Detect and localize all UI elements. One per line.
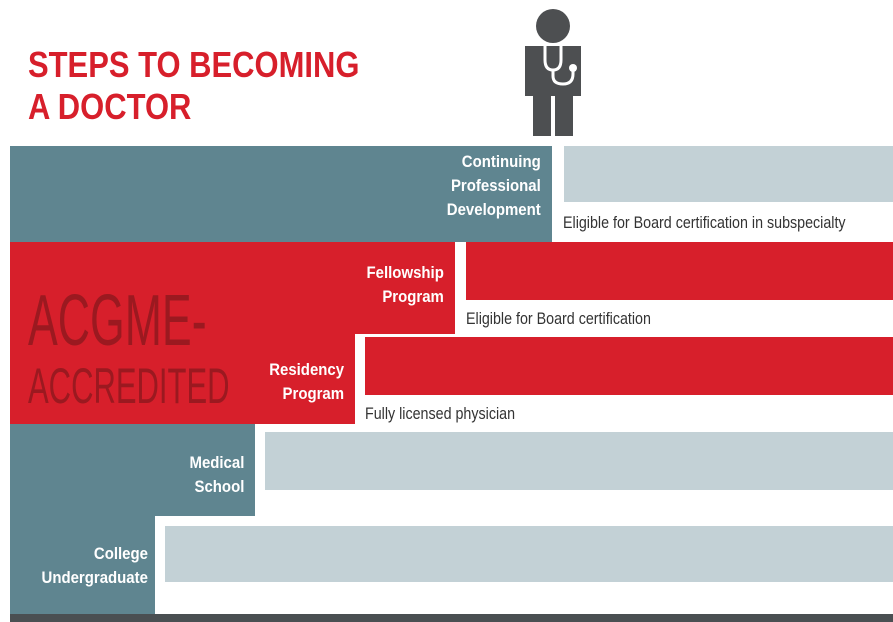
residency-bar bbox=[365, 337, 893, 395]
baseline bbox=[10, 614, 893, 622]
step-label-line: Program bbox=[382, 287, 444, 306]
step-medical-block bbox=[10, 424, 255, 516]
note-continuing: Eligible for Board certification in subs… bbox=[563, 213, 846, 232]
step-label-line: College bbox=[93, 544, 148, 563]
step-continuing-block bbox=[10, 146, 552, 242]
acgme-line-1: ACGME- bbox=[28, 281, 207, 361]
step-label-line: Development bbox=[447, 200, 541, 219]
fellowship-bar bbox=[466, 242, 893, 300]
step-label-residency: Residency Program bbox=[269, 358, 344, 406]
page-title: STEPS TO BECOMING A DOCTOR bbox=[28, 44, 359, 128]
medical-bar bbox=[265, 432, 893, 490]
step-label-line: Fellowship bbox=[366, 263, 444, 282]
step-residency-block bbox=[10, 334, 355, 424]
note-fellowship: Eligible for Board certification bbox=[466, 309, 651, 328]
step-label-line: Program bbox=[282, 384, 344, 403]
title-line-1: STEPS TO BECOMING bbox=[28, 44, 360, 85]
doctor-icon bbox=[515, 4, 585, 143]
step-label-college: College Undergraduate bbox=[42, 542, 148, 590]
step-label-line: Residency bbox=[269, 360, 344, 379]
step-label-line: Professional bbox=[451, 176, 541, 195]
college-bar bbox=[165, 526, 893, 582]
note-residency: Fully licensed physician bbox=[365, 404, 516, 423]
step-label-line: Continuing bbox=[462, 152, 541, 171]
step-label-medical: Medical School bbox=[189, 451, 244, 499]
step-fellowship-block bbox=[10, 242, 455, 334]
step-label-line: Medical bbox=[189, 453, 244, 472]
acgme-line-2: ACCREDITED bbox=[28, 358, 230, 414]
continuing-bar bbox=[564, 146, 893, 202]
step-label-fellowship: Fellowship Program bbox=[367, 261, 444, 309]
step-label-continuing: Continuing Professional Development bbox=[447, 150, 541, 222]
step-label-line: Undergraduate bbox=[41, 568, 148, 587]
title-line-2: A DOCTOR bbox=[28, 86, 192, 127]
step-label-line: School bbox=[194, 477, 244, 496]
step-college-block bbox=[10, 516, 155, 614]
